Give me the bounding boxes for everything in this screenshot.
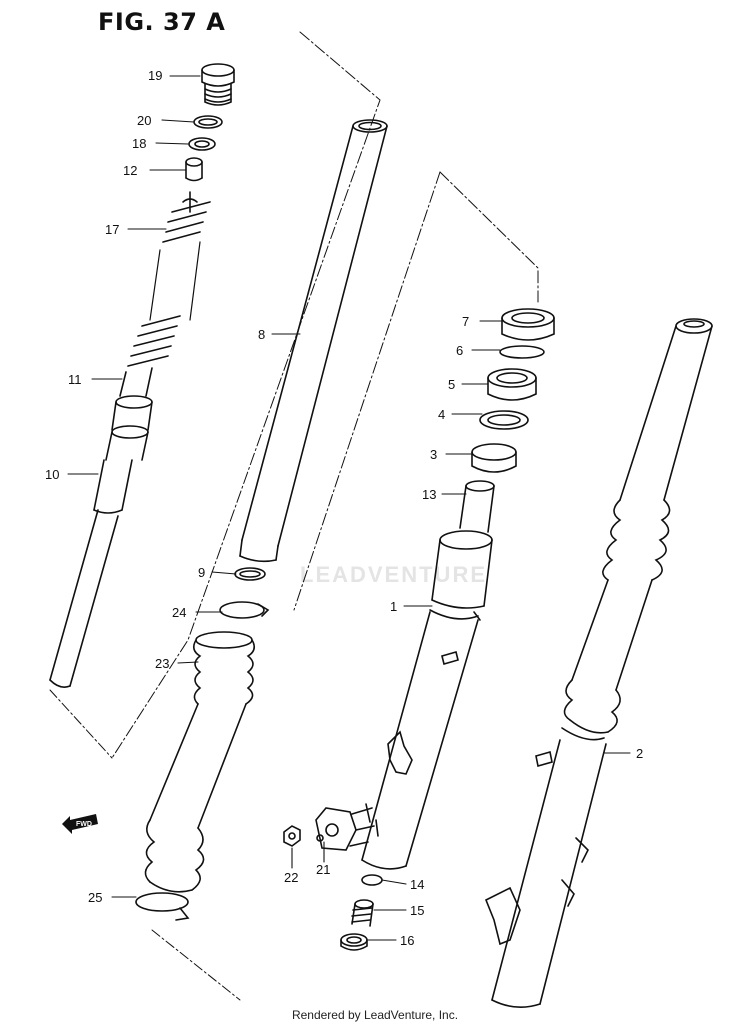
figure-title: FIG. 37 A: [98, 8, 226, 36]
seal-washer: [479, 410, 529, 430]
callout-22: 22: [284, 870, 298, 885]
slide-bushing: [234, 567, 266, 581]
callout-3: 3: [430, 447, 437, 462]
boot-clamp-lower: [135, 892, 190, 921]
callout-11: 11: [68, 372, 82, 387]
callout-6: 6: [456, 343, 463, 358]
stopper-ring: [499, 345, 545, 359]
callout-24: 24: [172, 605, 186, 620]
callout-20: 20: [137, 113, 151, 128]
callout-19: 19: [148, 68, 162, 83]
fork-boot: [144, 631, 256, 893]
guide-bushing: [471, 443, 517, 473]
callout-13: 13: [422, 487, 436, 502]
drain-gasket: [361, 874, 383, 886]
oil-seal: [487, 368, 537, 401]
callout-18: 18: [132, 136, 146, 151]
callout-2: 2: [636, 746, 643, 761]
inner-tube: [239, 119, 388, 563]
callout-8: 8: [258, 327, 265, 342]
o-ring: [193, 115, 223, 129]
callout-16: 16: [400, 933, 414, 948]
fwd-arrow-icon: [62, 814, 98, 834]
front-fork-assembly-right: [484, 318, 713, 1008]
drain-washer: [340, 933, 368, 951]
washer: [188, 137, 216, 151]
callout-9: 9: [198, 565, 205, 580]
callout-17: 17: [105, 222, 119, 237]
dust-seal: [501, 308, 555, 341]
spacer-collar: [185, 157, 203, 182]
footer-credit: Rendered by LeadVenture, Inc.: [291, 1008, 459, 1022]
leader-lines: [67, 75, 631, 941]
callout-25: 25: [88, 890, 102, 905]
holder-nut: [283, 825, 301, 847]
axle-holder: [315, 803, 379, 851]
callout-12: 12: [123, 163, 137, 178]
damper-rod: [49, 367, 153, 688]
fork-spring: [127, 191, 211, 367]
outer-tube-left: [361, 530, 493, 870]
fork-cap-bolt: [201, 63, 235, 106]
callout-5: 5: [448, 377, 455, 392]
callout-7: 7: [462, 314, 469, 329]
callout-21: 21: [316, 862, 330, 877]
oil-lock-piece: [459, 480, 495, 533]
drain-bolt: [351, 899, 374, 927]
callout-15: 15: [410, 903, 424, 918]
callout-23: 23: [155, 656, 169, 671]
callout-1: 1: [390, 599, 397, 614]
boot-clamp-upper: [219, 601, 270, 619]
callout-4: 4: [438, 407, 445, 422]
callout-14: 14: [410, 877, 424, 892]
fwd-label: FWD: [76, 821, 92, 828]
watermark: LEADVENTURE: [300, 562, 488, 587]
callout-10: 10: [45, 467, 59, 482]
